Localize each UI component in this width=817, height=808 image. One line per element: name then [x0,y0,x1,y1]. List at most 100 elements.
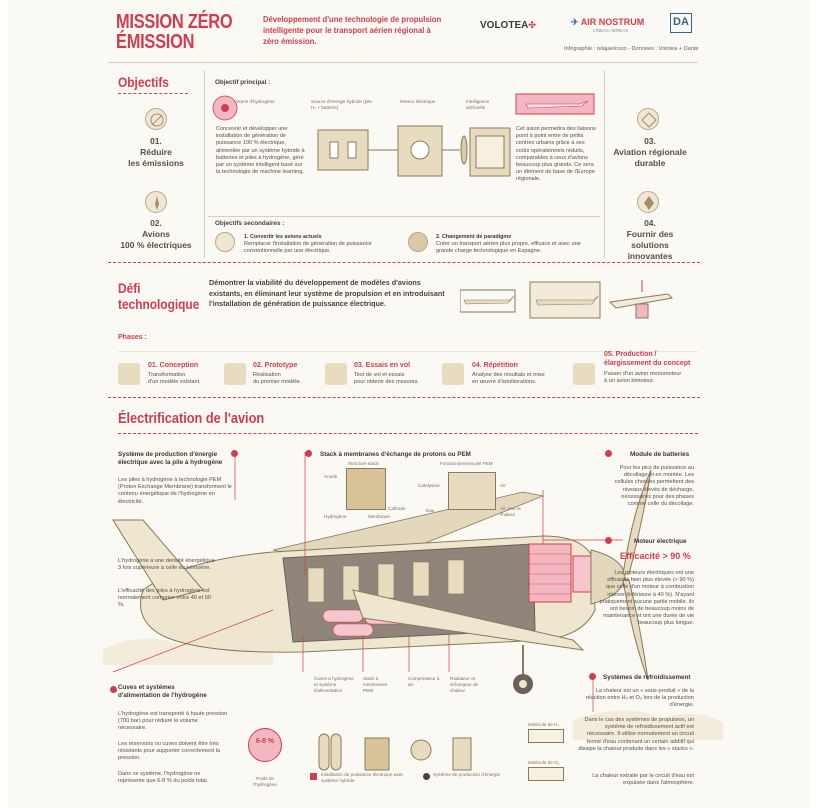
paradigm-icon [408,232,428,252]
principal-diagram [212,93,595,177]
pem-cell-icon [448,472,496,510]
plane-illustration [103,452,723,740]
molecule-h2-label: Molécule de H₂ [528,722,560,727]
cuves-text-1: L'hydrogène est transporté à haute press… [118,711,228,732]
refroid-title: Systèmes de refroidissement [603,674,691,681]
pct-value: 6-8 % [255,738,275,745]
phases-label: Phases : [118,334,147,341]
stack-structure-icon [346,468,386,510]
legend-swatch-2 [423,773,430,780]
objectif-01-num: 01. [150,136,162,146]
phase-2-text-2: du premier modèle. [253,379,302,386]
phase-3-text-1: Test de vol et essais [354,372,405,378]
batteries-title: Module de batteries [630,451,690,458]
moteur-text: Les moteurs électriques ont une efficaci… [599,570,694,627]
innovation-icon [637,191,659,213]
stack-catalyseur: Catalyseur [418,483,440,488]
stack-air: Air [500,483,506,488]
refroid-text-1: La chaleur est un « sous-produit » de la… [585,688,694,709]
h2-density-text: L'hydrogène a une densité énergétique 3 … [118,558,215,572]
stack-air-eau: Air, eau et chaleur [500,506,521,517]
part-stack: Stack à membranes PEM [363,676,388,693]
marker-refroid [589,673,596,680]
objectif-04-label-2: solutions innovantes [627,240,673,261]
objectif-01-label-1: Réduire [140,147,172,157]
source-label: Source d'énergie hybride (pile H₂ + batt… [311,99,372,110]
phase-1-text-1: Transformation [148,372,186,378]
marker-stack [305,450,312,457]
objectif-02-label-1: Avions [141,229,171,239]
objectif-03: 03. Aviation régionale durable [608,136,692,169]
emissions-icon [145,108,167,130]
phase-5-icon [573,363,595,385]
phase-1-text-2: d'un modèle existant. [148,379,201,386]
refroid-text-2: Dans le cas des systèmes de propulsion, … [578,717,694,752]
convert-icon [215,232,235,252]
phase-5-text-2: à un avion bimoteur. [604,378,655,385]
main-title: MISSION ZÉRO ÉMISSION [116,11,233,53]
stack-hydrogene: Hydrogène [324,514,347,519]
phase-1-icon [118,363,140,385]
objectif-04: 04. Fournir des solutions innovantes [608,218,692,262]
phase-5-title: 05. Production /élargissement du concept [604,350,690,368]
stack-membrane: Membrane [368,514,390,519]
molecule-h2-icon [528,729,564,743]
defi-heading-2: technologique [118,296,200,312]
objectif-02-num: 02. [150,218,162,228]
atome-label: Atome d'hydrogène [235,99,275,104]
principal-text: Concevoir et développer une installation… [216,126,305,176]
defi-heading: Défi technologique [118,280,199,312]
cuves-text-3: Dans ce système, l'hydrogène ne représen… [118,771,209,785]
phase-5-text-1: Passer d'un avion monomoteur [604,371,682,377]
phases-line [118,351,698,352]
objectif-01-label-2: les émissions [128,158,184,168]
airnostrum-logo: ✈ AIR NOSTRUM LÍNEAS AÉREAS [571,17,645,33]
batteries-text: Pour les pics de puissance au décollage … [614,465,694,508]
title-line-1: MISSION ZÉRO [116,11,233,33]
phase-3-title: 03. Essais en vol [354,362,411,369]
phase-4-text-1: Analyse des résultats et mise [472,372,545,378]
sec1-title: 1. Convertir les avions actuels [244,234,322,240]
stack-cathode: Cathode [388,506,406,511]
objectif-01: 01. Réduire les émissions [118,136,194,169]
objectif-04-label-1: Fournir des [626,229,674,239]
part-cuves: Cuves à hydrogène et système d'alimentat… [314,676,354,693]
propeller-icon [460,135,468,165]
refroid-text-3: La chaleur extraite par le circuit d'eau… [592,773,694,787]
title-line-2: ÉMISSION [116,31,195,53]
objectifs-underline [118,93,188,94]
regional-aviation-icon [637,108,659,130]
phase-2-icon [224,363,246,385]
marker-moteur [605,537,612,544]
phase-4-title: 04. Répétition [472,362,518,369]
cuves-text-2: Les réservoirs ou cuves doivent être trè… [118,741,220,762]
fonctionnement-label: Fonctionnement pile PEM [440,461,493,466]
parts-illustration [318,733,472,771]
marker-batteries [605,450,612,457]
sys-prod-text: Les piles à hydrogène à technologie PEM … [118,477,232,505]
objectif-03-label-1: Aviation régionale [613,147,687,157]
objectif-02: 02. Avions 100 % électriques [116,218,196,251]
ia-label: Intelligence artificielle [466,99,490,110]
phase-5-title-2: élargissement du concept [604,360,691,367]
cuves-title-2: d'alimentation de l'hydrogène [118,692,207,699]
avion-text: Cet avion permettra des liaisons point à… [516,126,596,183]
objectif-03-num: 03. [644,136,656,146]
molecule-o2-icon [528,767,564,781]
section-divider-2 [108,397,700,398]
phase-3-icon [325,363,347,385]
pct-sub: Poids de l'hydrogène [253,776,277,787]
cuves-title-1: Cuves et systèmes [118,684,175,691]
moteur-label: Moteur électrique [400,99,436,104]
marker-cuves [110,686,117,693]
defi-heading-1: Défi [118,280,141,296]
sec2-text: Créer un transport aérien plus propre, e… [436,241,581,255]
objectif-03-label-2: durable [634,158,666,168]
airnostrum-logo-sub: LÍNEAS AÉREAS [593,28,629,33]
electrification-underline [118,433,698,434]
